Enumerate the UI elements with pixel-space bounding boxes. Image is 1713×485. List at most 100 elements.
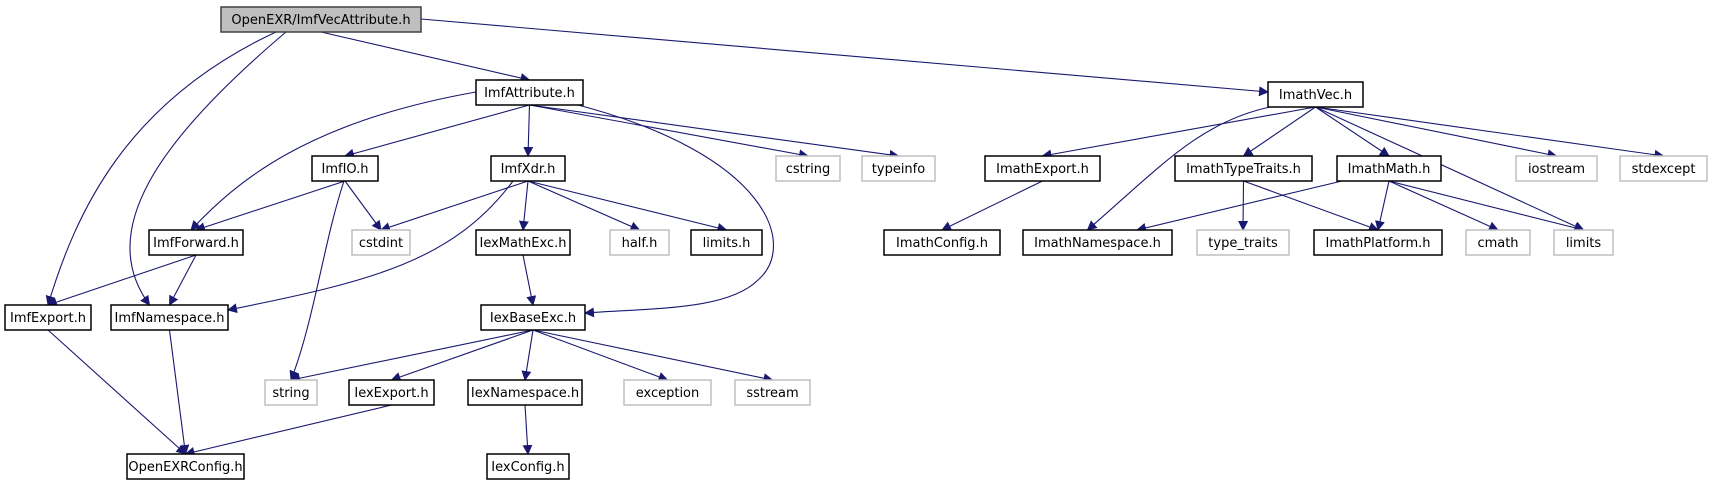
edge-root-to-ImathVec (420, 18, 1269, 97)
node-ImathVec[interactable]: ImathVec.h (1267, 81, 1364, 108)
node-label: IexConfig.h (491, 460, 564, 475)
node-label: ImfXdr.h (501, 162, 556, 177)
node-label: type_traits (1208, 236, 1278, 251)
node-box (1515, 155, 1598, 182)
node-ImathConfig[interactable]: ImathConfig.h (883, 229, 1001, 256)
edge-IexExport-to-OpenEXRConfig (184, 404, 392, 457)
node-typeinfo: typeinfo (861, 155, 936, 182)
edge-ImfAttribute-to-IexBaseExc (577, 104, 774, 318)
node-ImathPlatform[interactable]: ImathPlatform.h (1313, 229, 1443, 256)
node-ImfNamespace[interactable]: ImfNamespace.h (110, 304, 229, 331)
node-IexMathExc[interactable]: IexMathExc.h (475, 229, 571, 256)
node-string: string (264, 379, 318, 406)
node-label: cstring (786, 162, 830, 177)
edge-ImfIO-to-ImfForward (195, 180, 346, 232)
edge-IexBaseExc-to-sstream (532, 329, 774, 384)
node-label: ImfAttribute.h (484, 86, 575, 101)
node-label: limits (1566, 236, 1602, 251)
node-box (351, 229, 411, 256)
node-ImfExport[interactable]: ImfExport.h (4, 304, 92, 331)
edge-ImfAttribute-to-ImfForward (190, 91, 477, 231)
node-box (490, 155, 566, 182)
edge-ImfExport-to-OpenEXRConfig (47, 329, 187, 455)
edge-ImfXdr-to-cstdint (380, 180, 529, 232)
node-ImfIO[interactable]: ImfIO.h (311, 155, 379, 182)
node-label: ImathPlatform.h (1326, 236, 1431, 251)
edge-IexBaseExc-to-IexNamespace (521, 329, 534, 381)
node-label: half.h (622, 236, 658, 251)
node-label: ImfIO.h (322, 162, 369, 177)
node-box (1465, 229, 1531, 256)
node-label: sstream (746, 386, 798, 401)
node-IexConfig[interactable]: IexConfig.h (486, 453, 570, 480)
node-box (1174, 155, 1313, 182)
node-box (148, 229, 244, 256)
node-box (110, 304, 229, 331)
node-stdexcept: stdexcept (1619, 155, 1708, 182)
node-box (4, 304, 92, 331)
node-ImathNamespace[interactable]: ImathNamespace.h (1022, 229, 1173, 256)
node-label: ImathConfig.h (896, 236, 988, 251)
node-ImathTypeTraits[interactable]: ImathTypeTraits.h (1174, 155, 1313, 182)
edge-ImathMath-to-ImathPlatform (1375, 180, 1390, 231)
edge-IexBaseExc-to-IexExport (390, 329, 534, 382)
edges-layer (45, 18, 1665, 457)
node-label: ImfExport.h (10, 311, 86, 326)
node-cmath: cmath (1465, 229, 1531, 256)
node-box (264, 379, 318, 406)
node-box (1022, 229, 1173, 256)
node-label: ImathTypeTraits.h (1186, 162, 1301, 177)
node-box (1267, 81, 1364, 108)
node-label: stdexcept (1632, 162, 1696, 177)
node-ImfForward[interactable]: ImfForward.h (148, 229, 244, 256)
node-box (775, 155, 841, 182)
node-box (623, 379, 712, 406)
node-box (486, 453, 570, 480)
node-IexNamespace[interactable]: IexNamespace.h (467, 379, 583, 406)
node-label: cstdint (359, 236, 403, 251)
edge-ImfForward-to-ImfExport (47, 254, 197, 307)
node-label: ImfForward.h (153, 236, 239, 251)
node-iostream: iostream (1515, 155, 1598, 182)
node-type_traits: type_traits (1196, 229, 1290, 256)
node-label: typeinfo (872, 162, 925, 177)
node-label: IexNamespace.h (471, 386, 579, 401)
node-box (1553, 229, 1614, 256)
node-ImfAttribute[interactable]: ImfAttribute.h (475, 79, 584, 106)
node-label: string (272, 386, 309, 401)
node-label: limits.h (703, 236, 751, 251)
node-OpenEXRConfig[interactable]: OpenEXRConfig.h (126, 453, 245, 480)
edge-ImathTypeTraits-to-ImathPlatform (1243, 180, 1379, 232)
edge-ImathVec-to-ImathExport (1041, 106, 1316, 160)
edge-ImathTypeTraits-to-type_traits (1238, 180, 1249, 231)
node-limitsh[interactable]: limits.h (690, 229, 763, 256)
edge-ImfXdr-to-limitsh (527, 180, 728, 233)
node-box (984, 155, 1101, 182)
edge-ImfXdr-to-half (527, 180, 641, 231)
node-label: IexExport.h (354, 386, 428, 401)
node-ImathExport[interactable]: ImathExport.h (984, 155, 1101, 182)
node-ImfXdr[interactable]: ImfXdr.h (490, 155, 566, 182)
node-box (126, 453, 245, 480)
edge-ImathMath-to-limits (1388, 180, 1585, 233)
node-box (467, 379, 583, 406)
edge-ImathExport-to-ImathConfig (941, 180, 1043, 231)
edge-ImfAttribute-to-ImfIO (344, 104, 530, 159)
edge-ImathMath-to-ImathNamespace (1136, 180, 1343, 233)
edge-ImathMath-to-cmath (1388, 180, 1499, 231)
node-label: cmath (1477, 236, 1518, 251)
edge-ImathVec-to-ImathTypeTraits (1242, 106, 1316, 157)
node-IexBaseExc[interactable]: IexBaseExc.h (480, 304, 586, 331)
edge-ImfAttribute-to-typeinfo (529, 104, 900, 160)
edge-ImfForward-to-ImfNamespace (169, 254, 197, 306)
node-label: OpenEXR/ImfVecAttribute.h (231, 13, 410, 28)
node-IexExport[interactable]: IexExport.h (348, 379, 435, 406)
node-box (690, 229, 763, 256)
edge-IexBaseExc-to-exception (532, 329, 669, 382)
node-ImathMath[interactable]: ImathMath.h (1336, 155, 1442, 182)
node-root[interactable]: OpenEXR/ImfVecAttribute.h (220, 6, 422, 33)
node-half: half.h (609, 229, 670, 256)
node-label: iostream (1528, 162, 1585, 177)
node-box (480, 304, 586, 331)
